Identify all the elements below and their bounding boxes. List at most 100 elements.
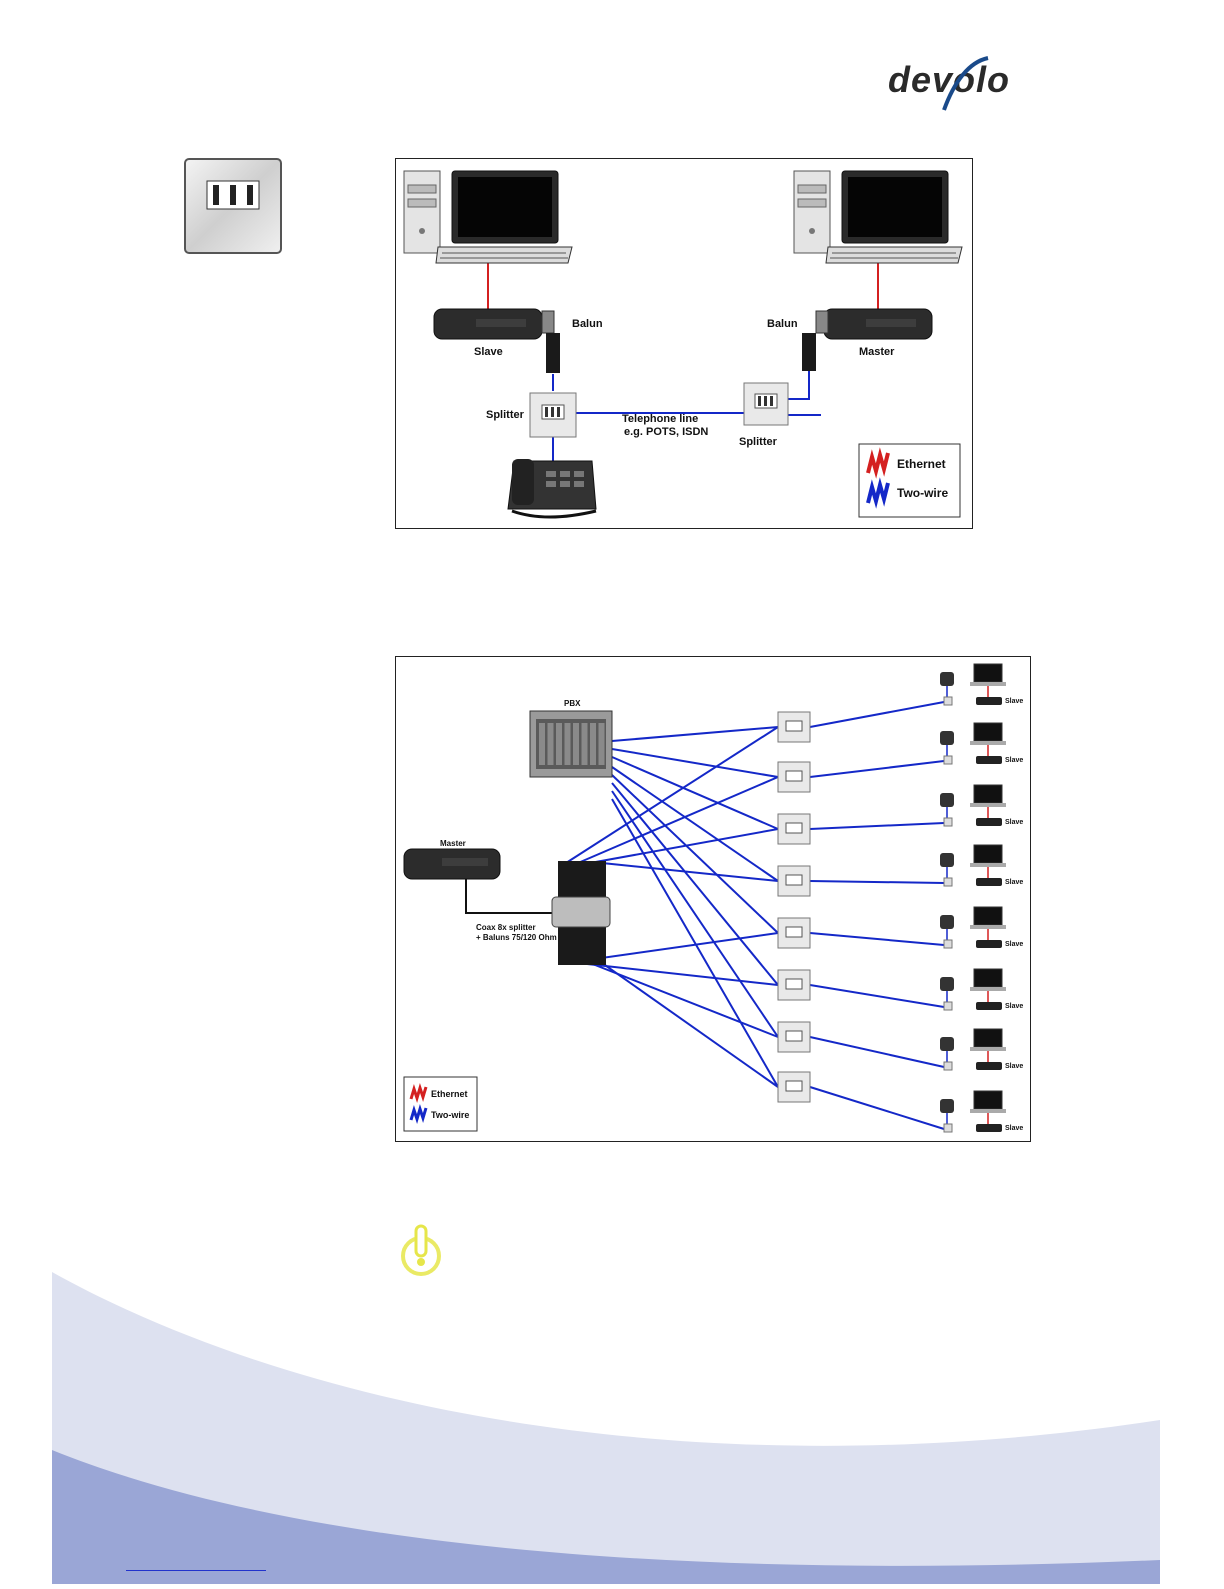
computer-right: [794, 171, 962, 263]
two-wire-cable-slave: [810, 985, 944, 1007]
two-wire-cable-slave: [810, 933, 944, 945]
pbx-card: [556, 723, 562, 765]
splitter: [778, 712, 810, 742]
label-slave: Slave: [1005, 1063, 1023, 1070]
pbx-card: [539, 723, 545, 765]
laptop-icon: [974, 969, 1002, 987]
label-slave: Slave: [1005, 819, 1023, 826]
label-pbx: PBX: [564, 699, 581, 708]
label-baluns: + Baluns 75/120 Ohm: [476, 933, 557, 942]
two-wire-cable-pbx: [612, 749, 778, 777]
label-telephone-line: Telephone line: [622, 413, 698, 425]
splitter: [778, 918, 810, 948]
slave-modem: [976, 1002, 1002, 1010]
slave-endpoint: Slave: [940, 907, 1023, 948]
slave-modem: [976, 1062, 1002, 1070]
legend-ethernet-label: Ethernet: [897, 457, 946, 471]
pbx-card: [573, 723, 579, 765]
legend: Ethernet Two-wire: [404, 1077, 477, 1131]
legend-two-wire-label: Two-wire: [431, 1110, 469, 1120]
label-slave: Slave: [1005, 879, 1023, 886]
devolo-logo: devolo: [884, 52, 1034, 112]
telephone-icon: [940, 793, 954, 807]
pbx-unit: [530, 711, 612, 777]
label-line-types: e.g. POTS, ISDN: [624, 426, 708, 438]
splitter: [778, 866, 810, 896]
pbx-card: [590, 723, 596, 765]
pbx-card: [599, 723, 605, 765]
slave-modem: [976, 697, 1002, 705]
master-modem: [824, 309, 932, 339]
slave-modem: [976, 1124, 1002, 1132]
slave-modem: [976, 756, 1002, 764]
label-splitter-right: Splitter: [739, 436, 778, 448]
ethernet-cable-master: [466, 879, 554, 913]
two-wire-cable-pbx: [612, 791, 778, 1037]
splitter-icon: [183, 157, 283, 255]
laptop-icon: [974, 785, 1002, 803]
slave-endpoint: Slave: [940, 785, 1023, 826]
two-wire-cable-pbx: [612, 727, 778, 741]
telephone: [508, 459, 596, 517]
laptop-icon: [974, 1029, 1002, 1047]
balun-left: [542, 311, 560, 373]
laptop-icon: [974, 907, 1002, 925]
splitter-right: [744, 383, 788, 425]
two-wire-cable-slave: [810, 702, 944, 727]
computer-left: [404, 171, 572, 263]
slave-endpoint: Slave: [940, 1091, 1023, 1132]
splitter: [778, 762, 810, 792]
balun-right: [802, 311, 828, 371]
telephone-icon: [940, 977, 954, 991]
footer-decoration: [0, 1260, 1224, 1584]
two-wire-cable-pbx: [612, 799, 778, 1087]
two-wire-cable-slave: [810, 761, 944, 777]
two-wire-cable-slave: [810, 1037, 944, 1067]
two-wire-cable-slave: [810, 823, 944, 829]
label-balun-left: Balun: [572, 318, 603, 330]
slave-modem: [976, 878, 1002, 886]
laptop-icon: [974, 1091, 1002, 1109]
splitter: [778, 814, 810, 844]
splitter: [778, 1022, 810, 1052]
slave-endpoint: Slave: [940, 723, 1023, 764]
two-wire-cable-slave: [810, 881, 944, 883]
label-balun-right: Balun: [767, 318, 798, 330]
two-wire-cable-slave: [810, 1087, 944, 1129]
telephone-icon: [940, 915, 954, 929]
pbx-card: [548, 723, 554, 765]
label-splitter-left: Splitter: [486, 409, 525, 421]
two-wire-cable-balun: [578, 777, 778, 863]
label-slave: Slave: [1005, 757, 1023, 764]
splitter-left: [530, 393, 576, 437]
master-modem: [404, 849, 500, 879]
pbx-card: [565, 723, 571, 765]
label-master: Master: [859, 346, 895, 358]
label-slave: Slave: [1005, 1003, 1023, 1010]
slave-modem: [976, 940, 1002, 948]
network-diagram-point-to-point: Balun Balun Slave Master Splitter Splitt…: [395, 158, 973, 529]
network-diagram-multipoint: PBX Master Coax 8x splitter + Baluns 75/…: [395, 656, 1031, 1142]
slave-endpoint: Slave: [940, 969, 1023, 1010]
label-slave: Slave: [1005, 698, 1023, 705]
laptop-icon: [974, 723, 1002, 741]
splitter-column: [778, 712, 810, 1102]
telephone-icon: [940, 731, 954, 745]
legend: Ethernet Two-wire: [859, 444, 960, 517]
telephone-icon: [940, 672, 954, 686]
slave-endpoint: Slave: [940, 845, 1023, 886]
slave-endpoint: Slave: [940, 664, 1023, 705]
splitter: [778, 970, 810, 1000]
two-wire-cable-bundle: [566, 702, 944, 1129]
legend-two-wire-label: Two-wire: [897, 486, 948, 500]
telephone-icon: [940, 1037, 954, 1051]
splitter: [778, 1072, 810, 1102]
footer-link-underline[interactable]: [126, 1570, 266, 1571]
label-master: Master: [440, 839, 466, 848]
slave-endpoint: Slave: [940, 1029, 1023, 1070]
pbx-card: [582, 723, 588, 765]
label-coax-splitter: Coax 8x splitter: [476, 923, 536, 932]
telephone-icon: [940, 853, 954, 867]
two-wire-cable-right: [788, 369, 809, 399]
